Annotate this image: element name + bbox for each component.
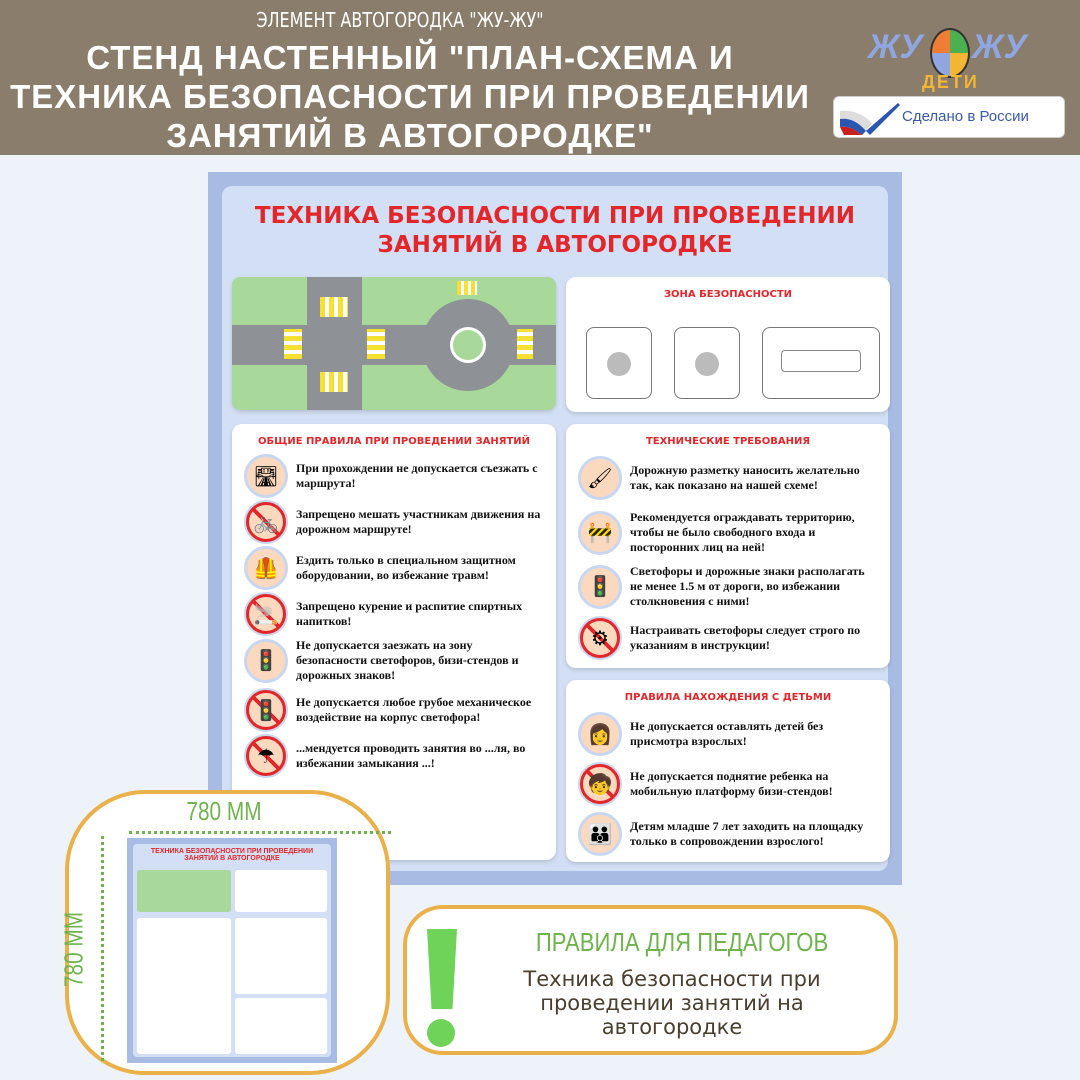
list-item: 🦺Ездить только в специальном защитном об… [244,546,541,590]
paint-roller-icon: 🖌 [578,456,622,500]
safety-vest-icon: 🦺 [244,546,288,590]
header-title: СТЕНД НАСТЕННЫЙ "ПЛАН-СХЕМА И ТЕХНИКА БЕ… [10,39,810,154]
safety-zone-card: ЗОНА БЕЗОПАСНОСТИ [566,277,890,412]
general-rules-title: ОБЩИЕ ПРАВИЛА ПРИ ПРОВЕДЕНИИ ЗАНЯТИЙ [257,436,531,447]
no-interference-icon: 🚲 [244,500,288,544]
list-item: 🚦Светофоры и дорожные знаки располагать … [578,564,875,609]
teacher-rules-text: Техника безопасности при проведении заня… [523,967,821,1039]
list-item: 🧒Не допускается поднятие ребенка на моби… [578,762,875,806]
list-item: 👪Детям младше 7 лет заходить на площадку… [578,812,875,856]
brand-logo: ЖУ ЖУ ДЕТИ [860,10,1040,92]
adult-child-icon: 👩 [578,712,622,756]
no-rain-icon: ☂ [244,734,288,778]
logo-text-left: ЖУ [868,28,923,66]
no-smoking-icon: 🚬 [244,592,288,636]
width-arrow [129,831,391,834]
stand-poster: ТЕХНИКА БЕЗОПАСНОСТИ ПРИ ПРОВЕДЕНИИ ЗАНЯ… [208,172,902,885]
road-plan-map [232,277,556,410]
settings-icon: ⚙ [578,616,622,660]
list-item: ⚙Настраивать светофоры следует строго по… [578,616,875,660]
list-item: 🚦Не допускается любое грубое механическо… [244,688,541,732]
russia-flag-check-icon [840,103,900,135]
made-in-russia-text: Сделано в России [902,108,1029,125]
height-arrow [101,836,104,1061]
list-item: ☂...мендуется проводить занятия во ...ля… [244,734,541,778]
traffic-light-cones-icon: 🚦 [244,638,288,683]
no-lifting-child-icon: 🧒 [578,762,622,806]
distance-icon: 🚦 [578,564,622,609]
header-banner: ЭЛЕМЕНТ АВТОГОРОДКА "ЖУ-ЖУ" СТЕНД НАСТЕН… [0,0,1080,155]
logo-text-right: ЖУ [972,28,1027,66]
exclamation-dot [427,1019,455,1047]
route-icon: 🛣 [244,454,288,498]
poster-title: ТЕХНИКА БЕЗОПАСНОСТИ ПРИ ПРОВЕДЕНИИ ЗАНЯ… [254,203,856,258]
poster-thumbnail: ТЕХНИКА БЕЗОПАСНОСТИ ПРИ ПРОВЕДЕНИИ ЗАНЯ… [127,838,337,1063]
height-label: 780 ММ [58,911,89,988]
traffic-light-zone-diagram [674,327,740,399]
sign-zone-diagram [586,327,652,399]
list-item: 🚲Запрещено мешать участникам движения на… [244,500,541,544]
kids-rules-card: ПРАВИЛА НАХОЖДЕНИЯ С ДЕТЬМИ 👩Не допускае… [566,680,890,862]
list-item: 🖌Дорожную разметку наносить желательно т… [578,456,875,500]
no-damage-icon: 🚦 [244,688,288,732]
safety-zone-title: ЗОНА БЕЗОПАСНОСТИ [663,289,793,300]
logo-subtext: ДЕТИ [922,72,979,92]
general-rules-card: ОБЩИЕ ПРАВИЛА ПРИ ПРОВЕДЕНИИ ЗАНЯТИЙ 🛣Пр… [232,424,556,860]
exclamation-icon [427,929,457,1009]
list-item: 🚦Не допускается заезжать на зону безопас… [244,638,541,683]
list-item: 🚧Рекомендуется ограждавать территорию, ч… [578,510,875,555]
list-item: 🚬Запрещено курение и распитие спиртных н… [244,592,541,636]
teacher-rules-panel: ПРАВИЛА ДЛЯ ПЕДАГОГОВ Техника безопаснос… [403,905,898,1055]
barrier-icon: 🚧 [578,510,622,555]
busy-board-zone-diagram [762,327,880,399]
list-item: 👩Не допускается оставлять детей без прис… [578,712,875,756]
ladybug-icon [930,28,970,78]
size-preview-panel: 780 ММ 780 ММ ТЕХНИКА БЕЗОПАСНОСТИ ПРИ П… [58,790,391,1075]
teacher-rules-title: ПРАВИЛА ДЛЯ ПЕДАГОГОВ [535,927,829,957]
header-subtitle: ЭЛЕМЕНТ АВТОГОРОДКА "ЖУ-ЖУ" [256,8,544,32]
thumbnail-title: ТЕХНИКА БЕЗОПАСНОСТИ ПРИ ПРОВЕДЕНИИ ЗАНЯ… [150,848,314,862]
list-item: 🛣При прохождении не допускается съезжать… [244,454,541,498]
width-label: 780 ММ [186,796,262,826]
age-7-plus-icon: 👪 [578,812,622,856]
tech-requirements-card: ТЕХНИЧЕСКИЕ ТРЕБОВАНИЯ 🖌Дорожную разметк… [566,424,890,668]
made-in-russia-badge: Сделано в России [833,96,1065,138]
kids-rules-title: ПРАВИЛА НАХОЖДЕНИЯ С ДЕТЬМИ [624,692,832,703]
road-plan-card [232,277,556,410]
tech-requirements-title: ТЕХНИЧЕСКИЕ ТРЕБОВАНИЯ [645,436,811,447]
